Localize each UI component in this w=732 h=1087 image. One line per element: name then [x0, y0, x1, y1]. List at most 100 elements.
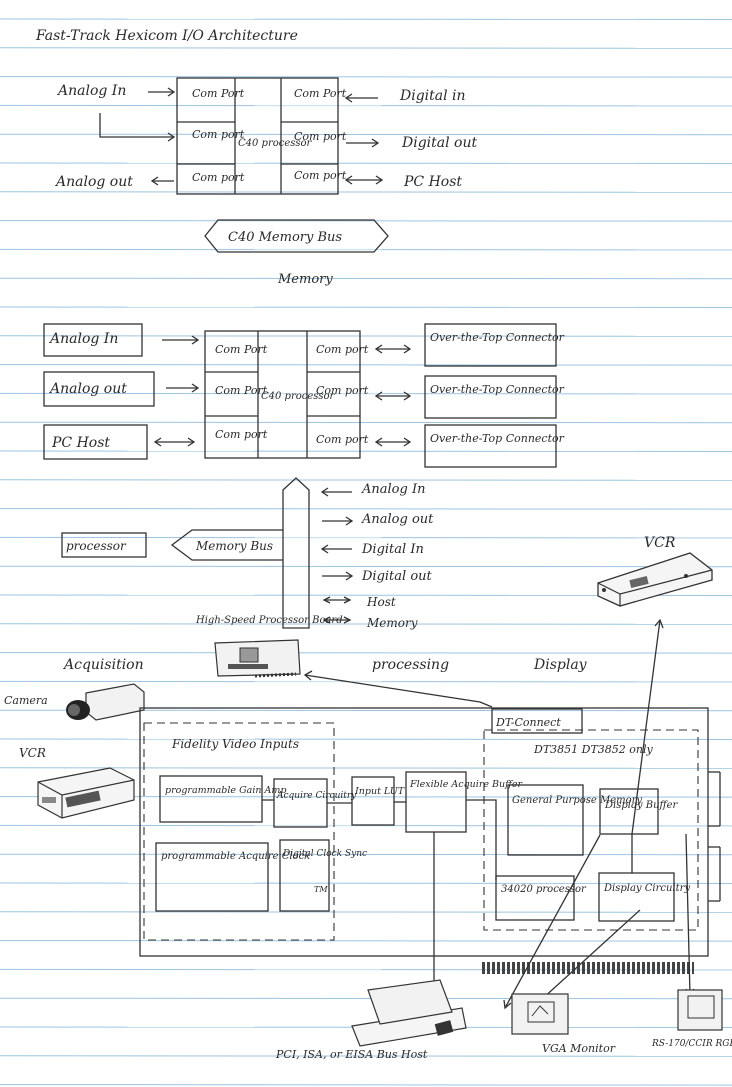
- signal-label: Host: [366, 595, 396, 609]
- com-port-label: Com port: [316, 384, 369, 397]
- rule-line: [0, 479, 732, 481]
- board-label: High-Speed Processor Board: [195, 615, 343, 626]
- rule-line: [0, 18, 732, 20]
- rule-line: [0, 853, 732, 856]
- c40-memory-bus-shape: [204, 219, 389, 253]
- rule-line: [0, 248, 732, 251]
- c40-processor-label: C40 processor: [238, 138, 313, 149]
- rule-line: [0, 1084, 732, 1086]
- over-the-top-box: [424, 323, 557, 367]
- analog-in-box: [43, 323, 143, 357]
- rule-line: [0, 508, 732, 510]
- box-label: Analog out: [48, 381, 127, 397]
- c40-processor-label: C40 processor: [261, 391, 336, 402]
- signal-label: Analog out: [361, 512, 434, 527]
- rule-line: [0, 47, 732, 49]
- com-port-label: Com port: [294, 169, 347, 182]
- display-circuitry-box: [598, 872, 675, 922]
- vga-monitor-label: VGA Monitor: [542, 1042, 616, 1055]
- over-the-top-box: [424, 424, 557, 468]
- diagram-over-the-top: Analog In Analog out PC Host Com Port Co…: [43, 323, 565, 468]
- block-label: Input LUT: [354, 786, 405, 797]
- block-label: 34020 processor: [501, 884, 587, 895]
- signal-label: Digital out: [361, 569, 433, 584]
- display-buffer-box: [599, 788, 659, 835]
- rule-line: [0, 652, 732, 654]
- general-memory-box: [507, 784, 584, 856]
- rule-line: [0, 133, 732, 136]
- rs-monitor-label: RS-170/CCIR RGB Monitor (DT3851, DT3852): [651, 1038, 732, 1049]
- rule-line: [0, 277, 732, 280]
- section-label: Acquisition: [62, 657, 144, 673]
- over-the-top-label: Over-the-Top Connector: [430, 432, 565, 445]
- com-port-label: Com Port: [215, 384, 268, 397]
- rgb-monitor-icon: [677, 989, 723, 1031]
- rule-line: [0, 824, 732, 827]
- vga-monitor-icon: [511, 993, 569, 1035]
- memory-label: Memory: [277, 272, 333, 287]
- over-the-top-box: [424, 375, 557, 419]
- rule-line: [0, 104, 732, 107]
- block-label: General Purpose Memory: [512, 795, 642, 806]
- c40-block: [176, 77, 339, 195]
- clock-sync-box: [279, 839, 330, 912]
- com-port-label: Com port: [294, 130, 347, 143]
- rule-line: [0, 392, 732, 395]
- rule-line: [0, 421, 732, 424]
- block-label: Acquire Circuitry: [276, 791, 357, 801]
- tm-mark: TM: [314, 885, 328, 894]
- vcr-icon: [597, 552, 713, 607]
- camera-icon: [66, 683, 145, 721]
- rule-line: [0, 450, 732, 452]
- diagram-acquisition-display: Acquisition processing Display Camera VC…: [4, 618, 732, 1061]
- fidelity-region: [143, 722, 335, 941]
- rule-line: [0, 306, 732, 308]
- vcr-label: VCR: [19, 746, 46, 760]
- rule-line: [0, 911, 732, 913]
- pc-host-label: PC Host: [403, 174, 462, 190]
- bus-host-label: PCI, ISA, or EISA Bus Host: [275, 1048, 428, 1061]
- diagram-memory-bus: Memory Bus processor Analog In Analog ou…: [61, 477, 713, 678]
- block-label: programmable Gain Amp: [165, 785, 286, 796]
- vcr-icon-left: [37, 767, 135, 819]
- dt-connect-region: [483, 729, 699, 931]
- rule-line: [0, 76, 732, 78]
- block-label: Display Circuitry: [603, 883, 690, 894]
- c40-block-2: [204, 330, 361, 459]
- pc-host-icon: [351, 979, 467, 1047]
- block-label: Digital Clock Sync: [282, 849, 367, 859]
- processor-box-label: processor: [66, 539, 127, 553]
- rule-line: [0, 162, 732, 164]
- com-port-label: Com Port: [294, 87, 347, 100]
- models-label: DT3851 DT3852 only: [533, 743, 654, 756]
- com-port-label: Com port: [316, 343, 369, 356]
- processor-box: [61, 532, 147, 558]
- rule-line: [0, 680, 732, 683]
- vertical-bus: [282, 477, 310, 629]
- rule-line: [0, 767, 732, 769]
- processor-34020-box: [495, 875, 575, 921]
- rule-line: [0, 335, 732, 337]
- memory-bus-arrow: [170, 529, 283, 561]
- box-label: PC Host: [51, 435, 110, 451]
- block-label: Display Buffer: [604, 800, 679, 811]
- analog-out-label: Analog out: [54, 174, 133, 190]
- signal-label: Analog In: [361, 482, 425, 497]
- block-label: Flexible Acquire Buffer: [409, 779, 523, 790]
- processor-board-icon: [214, 639, 301, 678]
- analog-out-box: [43, 371, 155, 407]
- rule-line: [0, 997, 732, 1000]
- com-port-label: Com port: [192, 171, 245, 184]
- rule-line: [0, 940, 732, 942]
- rule-line: [0, 565, 732, 568]
- dt-connect-box: [491, 708, 583, 734]
- pc-host-box: [43, 424, 148, 460]
- com-port-label: Com port: [215, 428, 268, 441]
- rule-line: [0, 1055, 732, 1057]
- section-label: Display: [533, 657, 588, 673]
- over-the-top-label: Over-the-Top Connector: [430, 383, 565, 396]
- com-port-label: Com Port: [215, 343, 268, 356]
- rule-line: [0, 191, 732, 193]
- camera-label: Camera: [4, 694, 48, 707]
